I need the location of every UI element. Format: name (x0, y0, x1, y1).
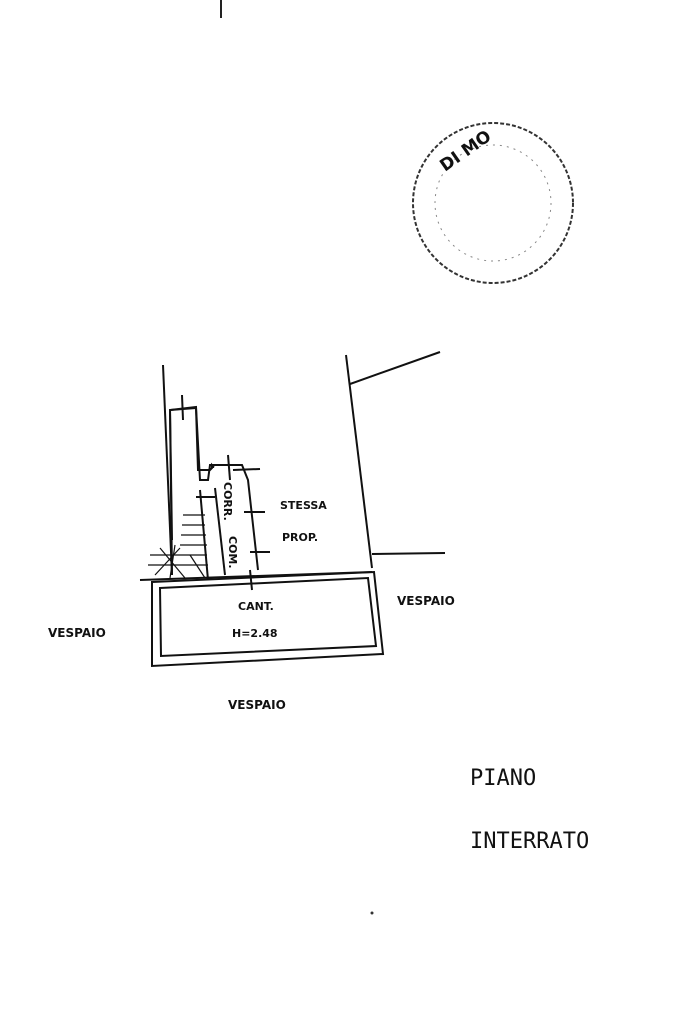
same-property-label-1: STESSA (280, 499, 327, 512)
speck (370, 911, 374, 915)
cellar-label: CANT. (238, 600, 274, 613)
staircase (148, 514, 208, 579)
floor-title-line1: PIANO (470, 766, 536, 791)
official-stamp: DI MO (412, 122, 574, 284)
vespaio-bottom-label: VESPAIO (228, 698, 286, 712)
corridor-label-2: COM. (226, 536, 239, 569)
corridor-label-1: CORR. (221, 482, 234, 521)
walls (139, 351, 446, 668)
same-property-label-2: PROP. (282, 531, 318, 544)
stamp-text: DI MO (436, 127, 495, 176)
vespaio-right-label: VESPAIO (397, 594, 455, 608)
cellar-height: H=2.48 (232, 627, 278, 640)
floor-title-line2: INTERRATO (470, 829, 589, 854)
vespaio-left-label: VESPAIO (48, 626, 106, 640)
